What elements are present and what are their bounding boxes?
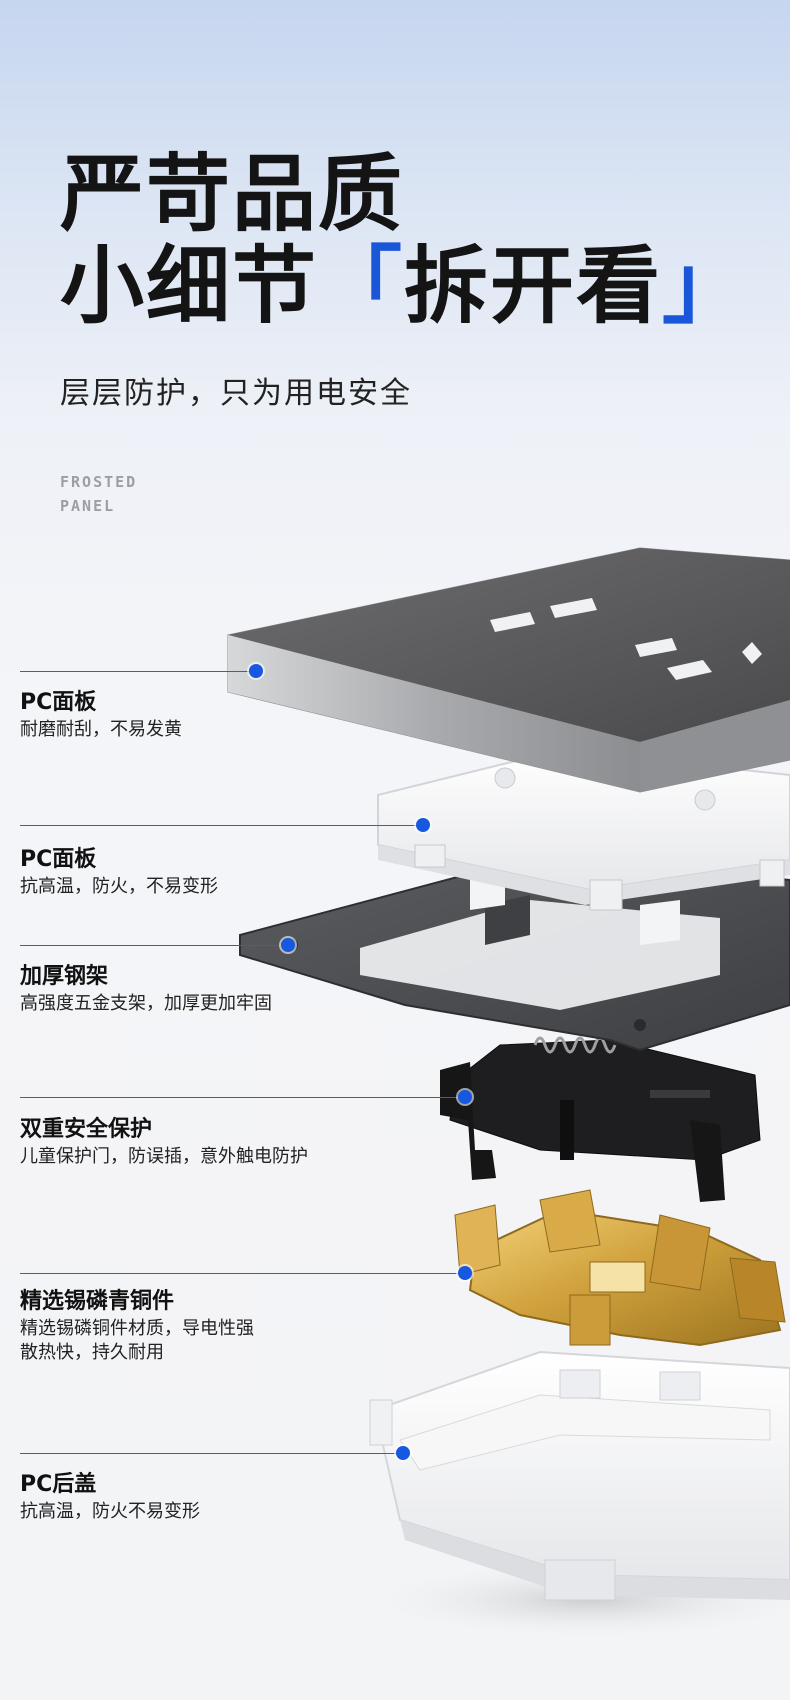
- callout-dot-2: [416, 818, 430, 832]
- callout-steel-frame: 加厚钢架 高强度五金支架，加厚更加牢固: [20, 962, 272, 1016]
- callout-dot-6: [396, 1446, 410, 1460]
- callout-desc: 抗高温，防火不易变形: [20, 1501, 200, 1522]
- callout-copper-contacts: 精选锡磷青铜件 精选锡磷铜件材质，导电性强 散热快，持久耐用: [20, 1287, 254, 1365]
- safety-shutter-part: [440, 1036, 761, 1202]
- callout-desc: 高强度五金支架，加厚更加牢固: [20, 993, 272, 1014]
- callout-title: 精选锡磷青铜件: [20, 1289, 175, 1314]
- copper-contacts-part: [454, 1189, 786, 1347]
- callout-dot-1: [249, 664, 263, 678]
- headline-emphasis: 拆开看: [404, 237, 663, 335]
- callout-desc-2: 散热快，持久耐用: [20, 1342, 164, 1363]
- callout-safety-shutter: 双重安全保护 儿童保护门，防误插，意外触电防护: [20, 1115, 308, 1169]
- open-bracket: 「: [318, 237, 405, 335]
- steel-frame-part: [239, 853, 790, 1052]
- back-cover-part: [369, 1350, 790, 1601]
- close-bracket: 」: [662, 237, 749, 335]
- top-panel-part: [227, 547, 790, 793]
- callout-desc: 耐磨耐刮，不易发黄: [20, 719, 182, 740]
- leader-line-4: [20, 1097, 465, 1098]
- english-tag: FROSTED PANEL: [60, 470, 137, 518]
- callout-dot-4: [458, 1090, 472, 1104]
- headline-line-2-prefix: 小细节: [60, 237, 319, 335]
- callout-title: 双重安全保护: [20, 1117, 153, 1142]
- callout-back-cover: PC后盖 抗高温，防火不易变形: [20, 1470, 200, 1524]
- headline-line-1: 严苛品质: [60, 145, 405, 243]
- leader-line-2: [20, 825, 422, 826]
- subline: 层层防护，只为用电安全: [60, 376, 412, 411]
- callout-desc: 儿童保护门，防误插，意外触电防护: [20, 1146, 308, 1167]
- english-tag-line-2: PANEL: [60, 497, 116, 515]
- leader-line-5: [20, 1273, 465, 1274]
- callout-desc: 精选锡磷铜件材质，导电性强: [20, 1318, 254, 1339]
- callout-desc: 抗高温，防火，不易变形: [20, 876, 218, 897]
- callout-title: PC面板: [20, 690, 97, 715]
- headline: 严苛品质 小细节「拆开看」: [60, 148, 748, 332]
- callout-title: PC后盖: [20, 1472, 97, 1497]
- callout-pc-front-panel: PC面板 耐磨耐刮，不易发黄: [20, 688, 182, 742]
- english-tag-line-1: FROSTED: [60, 473, 138, 491]
- callout-title: 加厚钢架: [20, 964, 109, 989]
- leader-line-1: [20, 671, 256, 672]
- leader-line-6: [20, 1453, 403, 1454]
- callout-dot-3: [281, 938, 295, 952]
- callout-dot-5: [458, 1266, 472, 1280]
- callout-title: PC面板: [20, 847, 97, 872]
- headline-line-2: 小细节「拆开看」: [60, 240, 748, 332]
- leader-line-3: [20, 945, 288, 946]
- callout-pc-inner-panel: PC面板 抗高温，防火，不易变形: [20, 845, 218, 899]
